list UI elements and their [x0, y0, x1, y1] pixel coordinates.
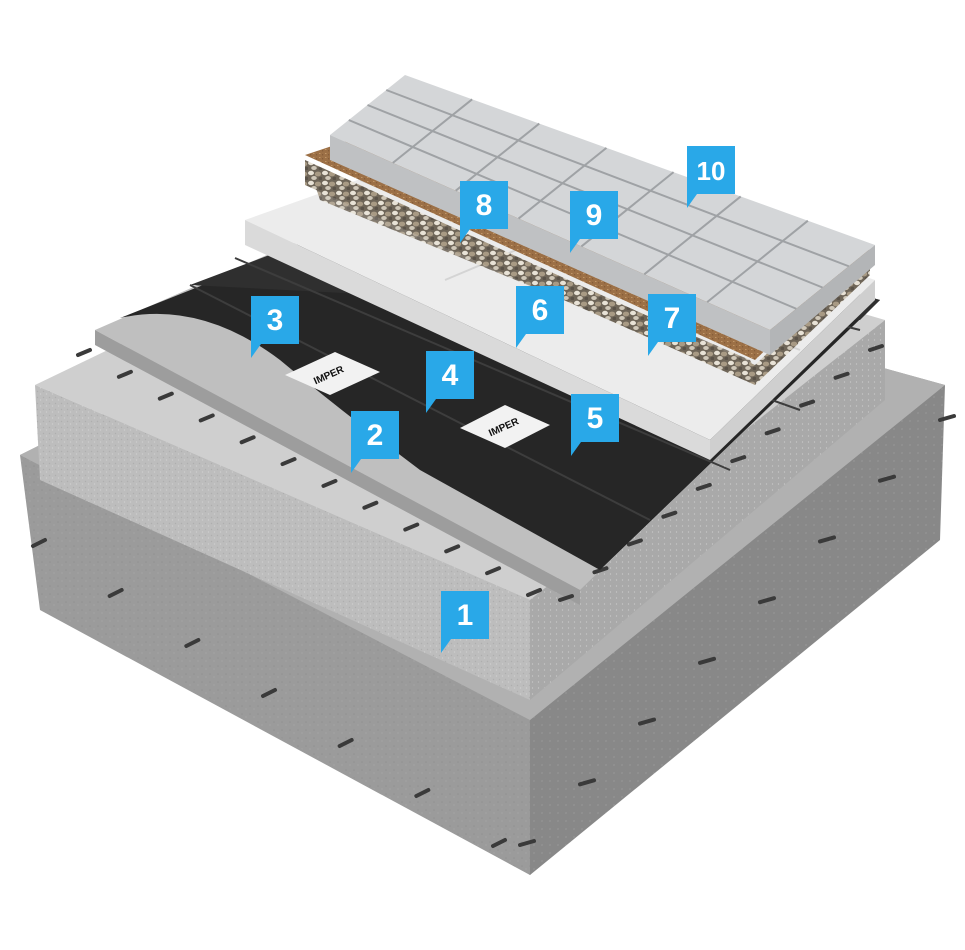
rebar-stub	[764, 427, 781, 436]
rebar-stub	[157, 391, 174, 401]
callout-marker	[516, 286, 564, 348]
rebar-stubs-base	[31, 414, 956, 848]
rebar-stub	[414, 788, 431, 798]
rebar-stub	[661, 510, 678, 519]
paver-joints	[348, 89, 850, 310]
rebar-stub	[626, 538, 643, 547]
rebar-stub	[116, 369, 133, 379]
callout-marker	[426, 351, 474, 413]
rebar-stub	[261, 688, 277, 698]
callout-marker	[571, 394, 619, 456]
callout-number: 4	[442, 359, 459, 392]
callout-number: 8	[476, 189, 493, 222]
callout-number: 7	[664, 302, 681, 335]
rebar-stub	[107, 588, 124, 598]
callout-marker	[351, 411, 399, 473]
rebar-stub	[698, 656, 716, 665]
callout-number: 3	[267, 304, 284, 337]
rebar-stub	[491, 838, 507, 848]
callout-marker	[648, 294, 696, 356]
rebar-stub	[758, 596, 776, 605]
callout-marker	[570, 191, 618, 253]
callout-number: 5	[587, 402, 604, 435]
rebar-stub	[695, 482, 712, 491]
callout-6: 6	[516, 286, 564, 348]
callout-4: 4	[426, 351, 474, 413]
rebar-stub	[799, 399, 816, 408]
rebar-stubs-screed	[76, 344, 884, 602]
rebar-stub	[868, 344, 884, 352]
paver-joint	[385, 89, 850, 268]
rebar-stub	[730, 455, 747, 464]
rebar-stub	[526, 588, 542, 597]
rebar-stub	[31, 538, 47, 548]
rebar-stub	[558, 594, 574, 602]
callout-marker	[687, 146, 735, 208]
callout-number: 10	[697, 156, 726, 186]
rebar-stub	[485, 566, 502, 576]
rebar-stub	[198, 413, 215, 423]
callout-marker	[460, 181, 508, 243]
callout-number: 2	[367, 419, 384, 452]
layer-callouts: 1 2 3 4 5 6 7 8 9 10	[251, 146, 735, 653]
callout-2: 2	[351, 411, 399, 473]
callout-marker	[251, 296, 299, 358]
rebar-stub	[938, 414, 956, 422]
callout-marker	[441, 591, 489, 653]
rebar-stub	[321, 478, 338, 488]
rebar-stub	[518, 839, 536, 847]
rebar-stub	[184, 638, 201, 648]
rebar-stub	[638, 717, 656, 726]
rebar-stub	[76, 348, 92, 357]
rebar-stub	[444, 544, 461, 554]
rebar-stub	[578, 778, 596, 787]
rebar-stub	[337, 738, 354, 748]
callout-7: 7	[648, 294, 696, 356]
rebar-stub	[818, 535, 836, 544]
rebar-stub	[592, 566, 609, 575]
rebar-stub	[878, 474, 896, 483]
callout-3: 3	[251, 296, 299, 358]
rebar-stub	[280, 457, 297, 467]
rebar-stub	[833, 371, 850, 380]
callout-number: 1	[457, 599, 474, 632]
callout-10: 10	[687, 146, 735, 208]
callout-9: 9	[570, 191, 618, 253]
rebar-stub	[362, 500, 379, 510]
callout-5: 5	[571, 394, 619, 456]
callout-number: 6	[532, 294, 549, 327]
callout-1: 1	[441, 591, 489, 653]
callout-number: 9	[586, 199, 603, 232]
callout-8: 8	[460, 181, 508, 243]
rebar-stub	[239, 435, 256, 445]
membrane-stamp: IMPER IMPER	[285, 352, 550, 448]
rebar-stub	[403, 522, 420, 532]
